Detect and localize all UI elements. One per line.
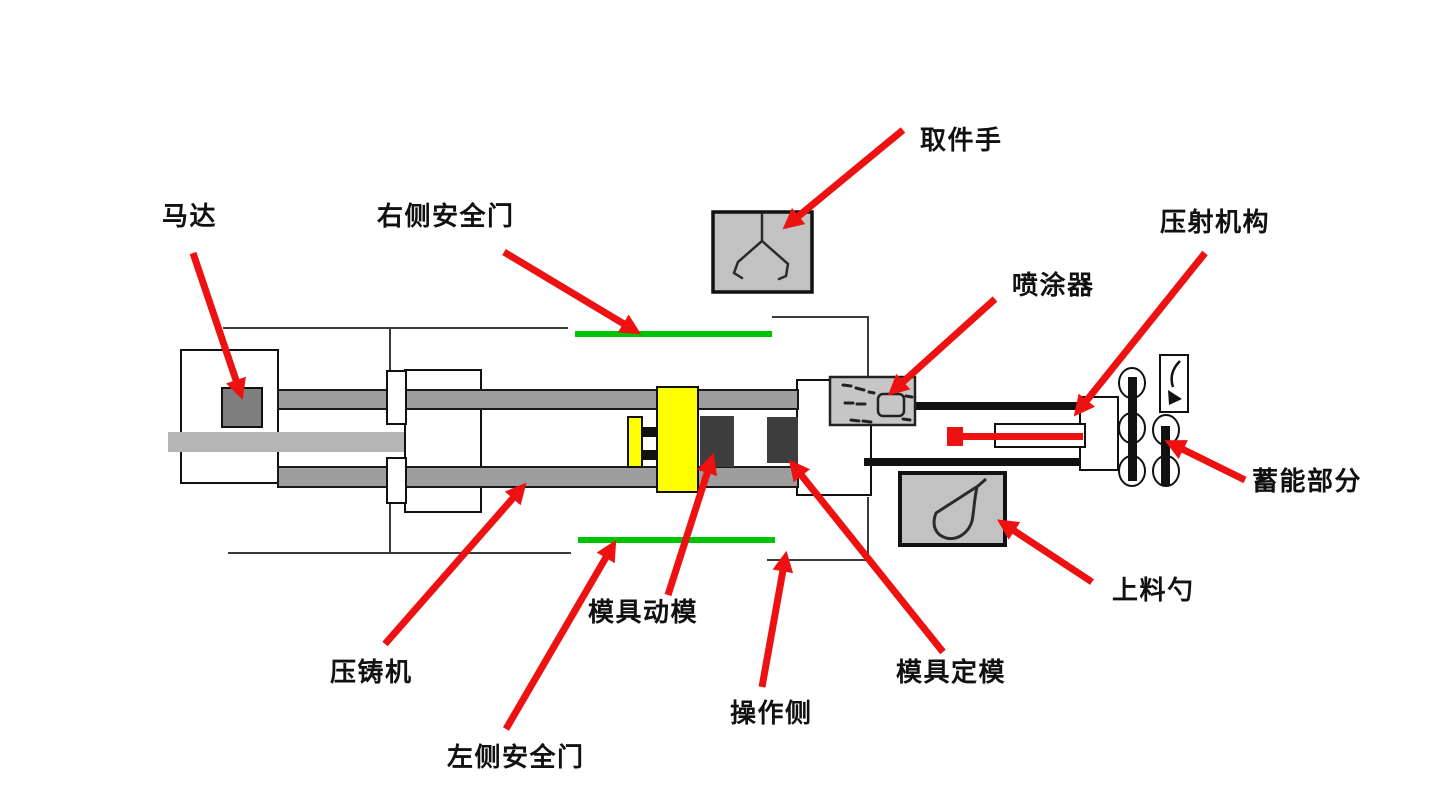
label-motor: 马达 (162, 202, 218, 232)
mold-moving-half-arrow (664, 453, 718, 597)
label-mold-fixed-half: 模具定模 (896, 658, 1007, 688)
right-safety-door-arrow (502, 248, 642, 335)
accumulator-column-1 (1118, 367, 1146, 487)
ejector-plate (627, 416, 643, 468)
motor-arrow (189, 251, 246, 400)
ladle-box (898, 471, 1007, 547)
left-safety-door-arrow (502, 539, 617, 731)
mold-fixed-half-arrow (788, 459, 946, 655)
moving-die-plate (656, 386, 699, 493)
ejector-pin-top (642, 427, 658, 437)
die-casting-machine-arrow (382, 482, 527, 647)
accumulator-bar (1161, 426, 1170, 486)
label-left-safety-door: 左侧安全门 (447, 743, 585, 773)
label-extractor-hand: 取件手 (920, 126, 1003, 156)
check-valve-arrow-icon (1168, 390, 1182, 405)
plunger-shaft-red (962, 433, 1083, 440)
accumulator-arrow (1164, 440, 1247, 484)
injection-rail-bottom (864, 458, 1080, 466)
claw-gripper-icon (732, 212, 790, 281)
label-mold-moving-half: 模具动模 (588, 598, 699, 628)
ladle-arrow (996, 519, 1094, 585)
label-right-safety-door: 右侧安全门 (377, 202, 515, 232)
label-operator-side: 操作侧 (730, 699, 813, 729)
mold-moving-half-block (700, 416, 734, 467)
valve-box (1159, 354, 1189, 413)
machine-frame (223, 316, 869, 561)
tie-bar-bottom (277, 466, 799, 488)
label-die-casting-machine: 压铸机 (330, 658, 413, 688)
label-injection-unit: 压射机构 (1160, 208, 1271, 238)
plunger-tip (947, 427, 963, 446)
extractor-hand-arrow (782, 127, 906, 230)
mold-fixed-half-block (767, 417, 798, 463)
ladle-scoop-icon (932, 477, 987, 541)
check-valve-icon (1170, 360, 1181, 388)
spray-nozzle-icon (841, 383, 914, 424)
label-ladle: 上料勺 (1112, 576, 1195, 606)
label-accumulator: 蓄能部分 (1252, 467, 1363, 497)
motor-block (221, 387, 263, 428)
accumulator-bar (1128, 377, 1137, 481)
platen-connector-top (386, 370, 407, 425)
label-sprayer: 喷涂器 (1012, 271, 1095, 301)
injection-rail-top (871, 402, 1080, 410)
center-rod (168, 432, 405, 452)
sprayer-arrow (887, 296, 998, 396)
callout-arrows (189, 127, 1247, 731)
injection-unit-arrow (1073, 250, 1208, 417)
accumulator-column-2 (1152, 414, 1180, 487)
tie-bar-top (277, 389, 799, 410)
operator-side-arrow (758, 550, 794, 688)
ejector-pin-bottom (642, 450, 658, 460)
platen-connector-bottom (386, 457, 407, 504)
